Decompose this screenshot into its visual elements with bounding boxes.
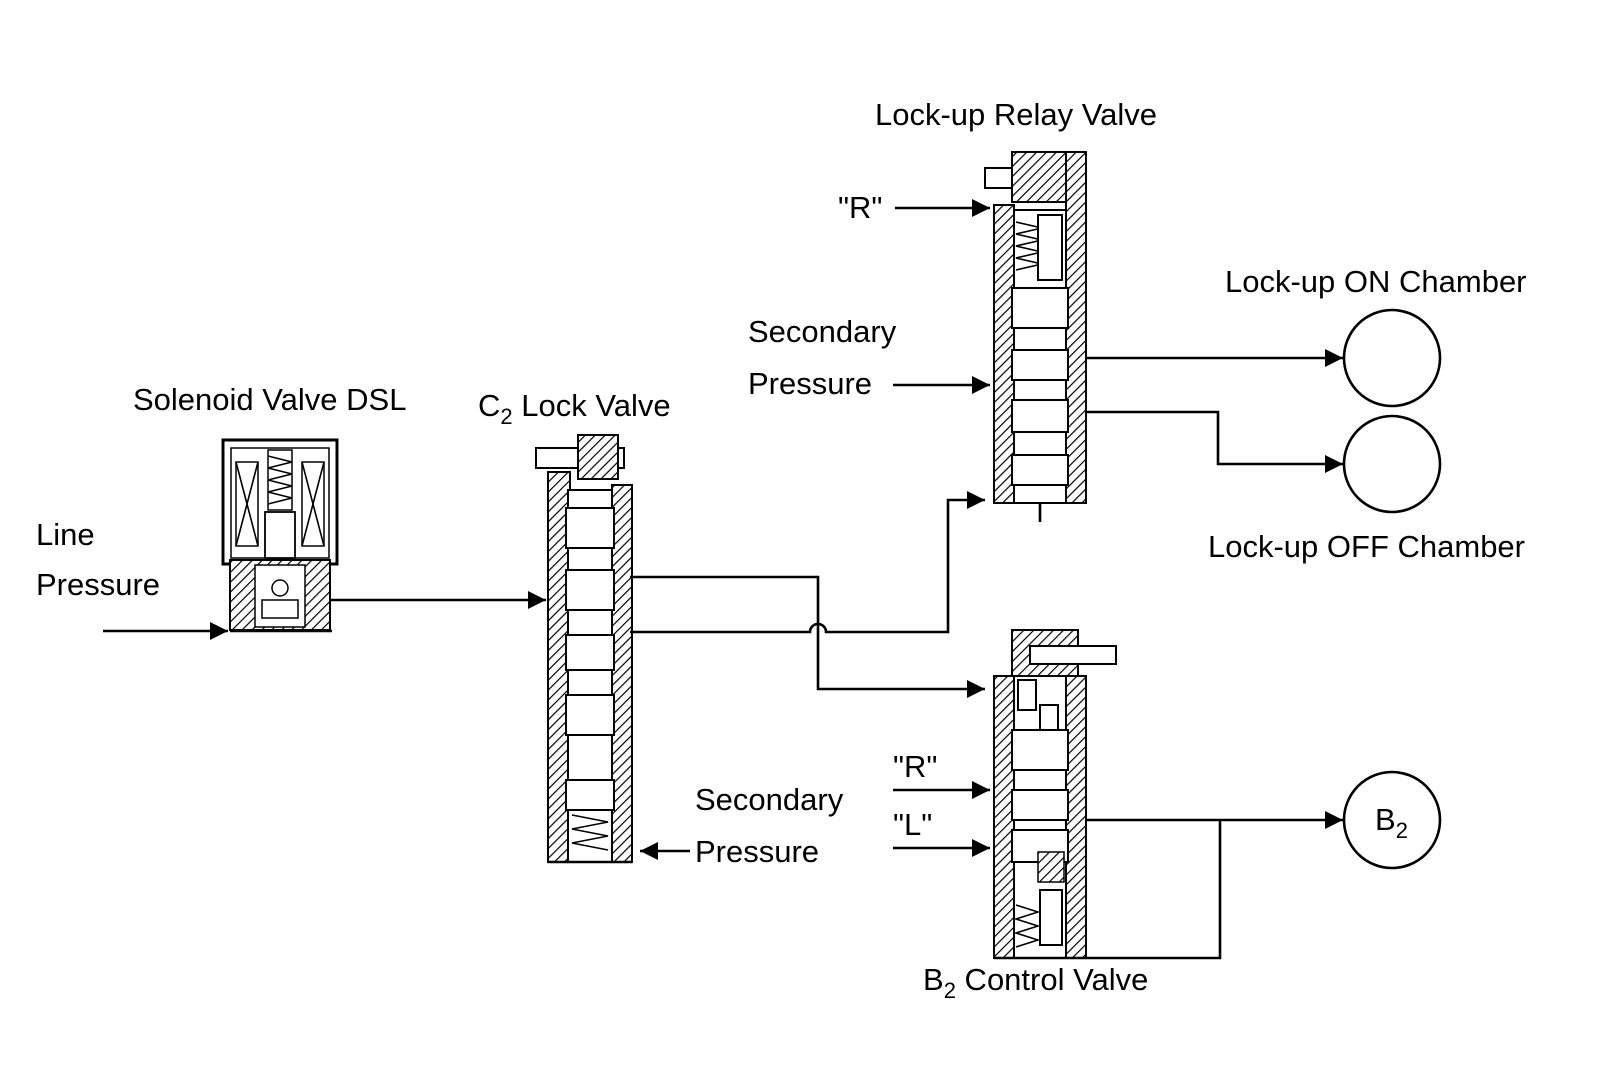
b2-control-valve [993, 629, 1117, 960]
solenoid-valve-title: Solenoid Valve DSL [133, 382, 406, 417]
lockup-off-chamber [1342, 414, 1442, 514]
secondary-pressure-top-label-2: Pressure [748, 366, 872, 401]
lockup-off-line [1085, 410, 1343, 474]
c2-lock-valve-title: C2 Lock Valve [478, 388, 671, 429]
b2-feedback-line [1086, 820, 1222, 960]
c2-to-relay-line [630, 490, 985, 634]
b2-brake-chamber [1342, 770, 1442, 870]
b2-l-port-label: "L" [893, 807, 932, 842]
lockup-on-label: Lock-up ON Chamber [1225, 264, 1527, 299]
lockup-off-label: Lock-up OFF Chamber [1208, 529, 1525, 564]
lockup-relay-valve [984, 151, 1087, 522]
solenoid-valve-dsl [221, 438, 339, 633]
secondary-pressure-bottom-label-2: Pressure [695, 834, 819, 869]
line-pressure-label-1: Line [36, 517, 95, 552]
b2-chamber-label: B2 [1375, 802, 1408, 843]
line-pressure-label-2: Pressure [36, 567, 160, 602]
c2-to-b2-line [630, 575, 985, 699]
secondary-pressure-top-label-1: Secondary [748, 314, 897, 349]
lockup-on-chamber [1342, 308, 1442, 408]
relay-valve-title: Lock-up Relay Valve [875, 97, 1157, 132]
relay-r-port-label: "R" [838, 190, 882, 225]
b2-control-valve-title: B2 Control Valve [923, 962, 1148, 1003]
secondary-pressure-bottom-label-1: Secondary [695, 782, 844, 817]
c2-lock-valve [535, 434, 633, 864]
b2-r-port-label: "R" [893, 749, 937, 784]
